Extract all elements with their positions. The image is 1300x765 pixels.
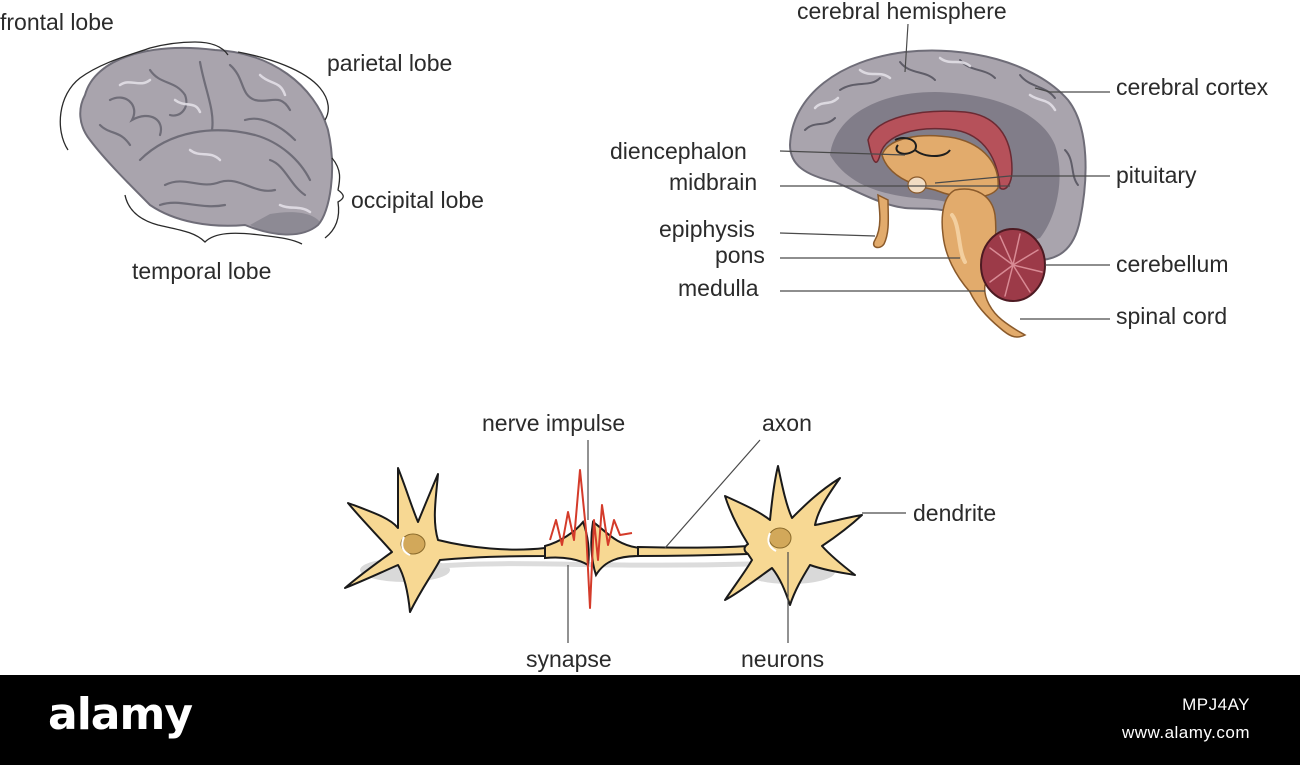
frontal-lobe-label: frontal lobe	[0, 9, 114, 35]
axon-label: axon	[762, 410, 812, 436]
epiphysis-stalk	[872, 193, 890, 249]
neuron-right-highlight	[767, 532, 777, 552]
pituitary-label: pituitary	[1116, 162, 1197, 188]
brand-logo: alamy	[48, 689, 193, 740]
sagittal-brain-folds	[804, 59, 1079, 186]
axon-shadow	[439, 561, 751, 569]
diencephalon-leader	[779, 150, 906, 156]
occipital-lobe-label: occipital lobe	[351, 187, 484, 213]
occipital-lobe-brace	[324, 157, 344, 239]
neurons-label: neurons	[741, 646, 824, 672]
parietal-lobe-brace	[237, 51, 329, 121]
synapse-label: synapse	[526, 646, 612, 672]
diencephalon-label: diencephalon	[610, 138, 747, 164]
pons-highlight	[950, 213, 967, 264]
pons-label: pons	[715, 242, 765, 268]
pituitary-shape	[907, 176, 927, 194]
epiphysis-label: epiphysis	[659, 216, 755, 242]
neuron-left-nucleus	[400, 533, 426, 555]
epiphysis-leader	[779, 232, 876, 237]
image-id: MPJ4AY	[1182, 695, 1250, 714]
midbrain-label: midbrain	[669, 169, 757, 195]
cerebellum-label: cerebellum	[1116, 251, 1229, 277]
anatomy-illustration: frontal lobe parietal lobe occipital lob…	[0, 0, 1269, 672]
neuron-diagram: nerve impulse axon dendrite synapse neur…	[344, 410, 996, 672]
medulla-label: medulla	[678, 275, 759, 301]
corpus-callosum-band	[867, 110, 1013, 190]
lateral-brain-highlights	[118, 73, 312, 214]
lateral-brain-shape	[79, 47, 334, 236]
neuron-left-highlight	[401, 536, 411, 556]
frontal-lobe-brace	[59, 41, 229, 151]
temporal-lobe-brace	[124, 194, 303, 245]
axon-shape	[637, 544, 749, 558]
synapse-terminal-right	[590, 520, 641, 578]
nerve-impulse-label: nerve impulse	[482, 410, 625, 436]
cerebral-cortex-label: cerebral cortex	[1116, 74, 1269, 100]
nerve-impulse-wave	[549, 469, 633, 609]
pituitary-leader	[934, 175, 1110, 184]
neuron-left	[344, 467, 546, 613]
axon-leader	[664, 439, 761, 549]
parietal-lobe-label: parietal lobe	[327, 50, 452, 76]
synapse-terminal-left	[544, 520, 590, 567]
temporal-lobe-label: temporal lobe	[132, 258, 271, 284]
neuron-right	[724, 465, 863, 606]
neuron-right-nucleus	[768, 527, 792, 549]
cerebral-cortex-leader	[1034, 87, 1110, 93]
cerebral-hemisphere-label: cerebral hemisphere	[797, 0, 1007, 24]
diencephalon-outline	[894, 137, 951, 157]
spinal-cord-label: spinal cord	[1116, 303, 1227, 329]
watermark-footer: alamy MPJ4AY www.alamy.com	[0, 675, 1300, 765]
sagittal-brain-view: cerebral hemisphere cerebral cortex dien…	[610, 0, 1269, 338]
cerebral-hemisphere-leader	[904, 23, 909, 73]
cerebellum-shape	[980, 228, 1046, 302]
lateral-brain-folds	[98, 60, 312, 208]
lateral-cerebellum-shadow	[250, 212, 320, 235]
dendrite-label: dendrite	[913, 500, 996, 526]
site-url: www.alamy.com	[1121, 723, 1250, 742]
sagittal-brain-highlights	[813, 56, 1057, 112]
lateral-brain-view: frontal lobe parietal lobe occipital lob…	[0, 9, 484, 284]
